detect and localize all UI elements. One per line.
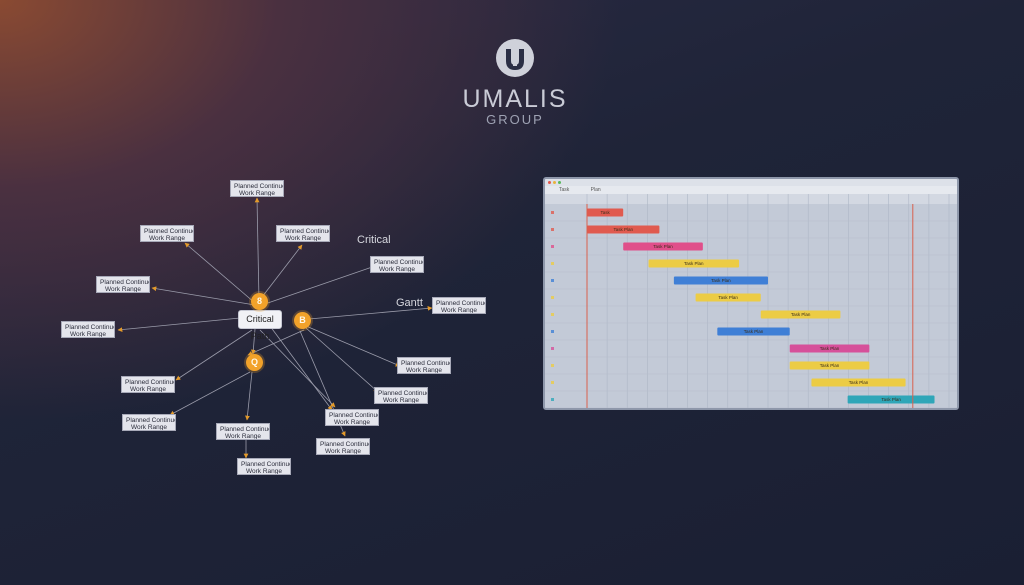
window-menubar: Task Plan: [545, 186, 957, 194]
menu-item[interactable]: Task: [559, 187, 570, 193]
critical-path-diagram: Critical Path 8 B Q Critical Gantt Plann…: [61, 180, 486, 475]
logo-subtitle: GROUP: [486, 112, 544, 127]
gantt-bar-label: Task Plan: [744, 329, 764, 334]
gantt-bar-label: Task Plan: [820, 346, 840, 351]
menu-item[interactable]: Plan: [590, 187, 601, 193]
connector: [247, 329, 305, 356]
row-indicator-icon: [551, 381, 554, 384]
connector: [175, 329, 253, 381]
connector: [245, 371, 253, 421]
row-indicator-icon: [551, 313, 554, 316]
connector: [169, 371, 251, 416]
gantt-bar-label: Task Plan: [684, 261, 704, 266]
milestone-dot[interactable]: 8: [251, 293, 268, 310]
gantt-bar[interactable]: [760, 310, 841, 319]
row-indicator-icon: [551, 262, 554, 265]
row-indicator-icon: [551, 330, 554, 333]
gantt-bar[interactable]: [587, 208, 624, 217]
connector: [254, 197, 260, 302]
gantt-bar-label: Task Plan: [711, 278, 731, 283]
window-titlebar: [545, 179, 957, 186]
gantt-bar-label: Task Plan: [820, 363, 840, 368]
gantt-bar[interactable]: [789, 361, 870, 370]
row-indicator-icon: [551, 211, 554, 214]
gantt-bar[interactable]: [587, 225, 660, 234]
gantt-bar-label: Task: [600, 210, 610, 215]
gantt-bar-label: Task Plan: [718, 295, 738, 300]
connector: [259, 329, 336, 408]
row-indicator-icon: [551, 347, 554, 350]
critical-label: Critical: [357, 234, 391, 246]
connector: [250, 328, 256, 355]
row-indicator-icon: [551, 228, 554, 231]
row-indicator-icon: [551, 296, 554, 299]
gantt-bar[interactable]: [789, 344, 870, 353]
close-window-icon[interactable]: [548, 181, 551, 184]
connector: [117, 317, 241, 332]
gantt-bar[interactable]: [717, 327, 790, 336]
connector: [305, 327, 379, 393]
gantt-bar[interactable]: [811, 378, 906, 387]
gantt-bar[interactable]: [623, 242, 703, 251]
gantt-bar[interactable]: [673, 276, 768, 285]
gantt-bar-label: Task Plan: [849, 380, 869, 385]
connector: [308, 305, 433, 320]
gantt-bar[interactable]: [648, 259, 740, 268]
gantt-label: Gantt: [396, 297, 423, 309]
gantt-bar-label: Task Plan: [881, 397, 901, 402]
umalis-logo-icon: [496, 39, 534, 77]
row-indicator-icon: [551, 245, 554, 248]
company-logo: UMALIS GROUP: [430, 38, 600, 127]
row-indicator-icon: [551, 398, 554, 401]
logo-wordmark: UMALIS: [462, 85, 568, 113]
gantt-header: [545, 194, 957, 204]
gantt-bar-label: Task Plan: [653, 244, 673, 249]
connector: [269, 325, 333, 411]
maximize-window-icon[interactable]: [558, 181, 561, 184]
milestone-dot[interactable]: Q: [246, 354, 263, 371]
gantt-bar-label: Task Plan: [613, 227, 633, 232]
gantt-bar-label: Task Plan: [791, 312, 811, 317]
connector: [184, 242, 256, 304]
diagram-connectors: [117, 197, 433, 459]
connector: [151, 286, 256, 306]
row-indicator-icon: [551, 364, 554, 367]
connector: [258, 244, 303, 302]
critical-path-hub[interactable]: Critical Path: [238, 310, 282, 341]
connector: [305, 325, 401, 367]
gantt-bar[interactable]: [695, 293, 761, 302]
milestone-dot[interactable]: B: [294, 312, 311, 329]
connector: [261, 264, 379, 306]
row-indicator-icon: [551, 279, 554, 282]
minimize-window-icon[interactable]: [553, 181, 556, 184]
